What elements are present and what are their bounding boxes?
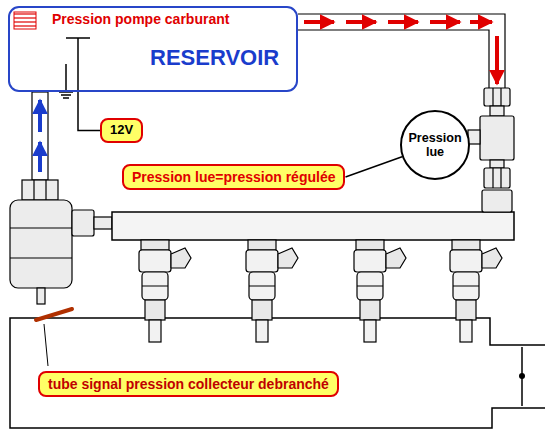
pressure-regulator (22, 180, 58, 200)
pressure-regulator (33, 180, 34, 200)
pump-wire (65, 64, 67, 92)
return-pipe (32, 92, 48, 180)
flow-arrow (470, 20, 492, 24)
pressure-regulator (10, 180, 112, 304)
pressure-regulator (45, 180, 46, 200)
gauge-fitting (468, 88, 514, 212)
supply-pipe (298, 14, 505, 88)
connector-line (345, 157, 402, 177)
supply-pipe (298, 30, 489, 88)
pressure-regulator (10, 227, 72, 228)
supply-pipe (298, 14, 505, 88)
gauge-fitting (500, 88, 501, 106)
return-pipe (32, 92, 48, 180)
gauge-fitting (492, 88, 493, 106)
flow-arrow (346, 20, 376, 24)
callout-box: Pression lue=pression régulée (122, 164, 345, 190)
gauge-fitting (484, 168, 510, 188)
pump-wire (59, 38, 90, 98)
gauge-fitting (492, 168, 493, 188)
gauge-fitting (500, 168, 501, 188)
callout-box: tube signal pression collecteur debranch… (38, 371, 339, 397)
pump-wire (77, 38, 79, 92)
voltage-tag: 12V (100, 118, 143, 143)
flow-arrow (495, 36, 499, 84)
flow-arrow (304, 20, 334, 24)
pressure-regulator (94, 217, 112, 229)
injector (246, 240, 298, 342)
throttle (519, 373, 525, 379)
gauge-fitting (490, 106, 504, 116)
pressure-regulator (10, 200, 72, 288)
leader-line (44, 324, 48, 366)
pump-wire (61, 94, 71, 96)
node-text: RESERVOIR (150, 45, 296, 70)
node-text: Pression lue (402, 131, 468, 160)
flow-arrow (430, 20, 460, 24)
pump-wire (63, 97, 69, 99)
fuel-rail (112, 212, 514, 240)
gauge-fitting (490, 160, 504, 168)
throttle (519, 347, 525, 406)
connector-line (78, 92, 100, 130)
pressure-regulator (37, 288, 45, 304)
pump-icon (14, 12, 36, 29)
node-text: tube signal pression collecteur debranch… (48, 376, 329, 392)
vacuum-tube (36, 309, 72, 320)
flow-arrow (388, 20, 418, 24)
pressure-gauge: Pression lue (400, 110, 470, 180)
pressure-regulator (72, 210, 94, 236)
injector (139, 240, 191, 342)
gauge-fitting (484, 88, 510, 106)
gauge-fitting (480, 116, 514, 160)
pressure-regulator (10, 257, 72, 258)
return-arrow (38, 100, 42, 172)
flow-arrow (304, 22, 497, 84)
injector (354, 240, 406, 342)
fuel-tank: Pression pompe carburantRESERVOIR (8, 6, 298, 92)
return-arrow (38, 142, 42, 172)
node-text: 12V (110, 123, 133, 138)
injector (450, 240, 502, 342)
return-arrow (38, 100, 42, 132)
node-text: Pression pompe carburant (52, 11, 296, 27)
node-text: Pression lue=pression régulée (132, 169, 335, 185)
gauge-fitting (482, 190, 512, 212)
